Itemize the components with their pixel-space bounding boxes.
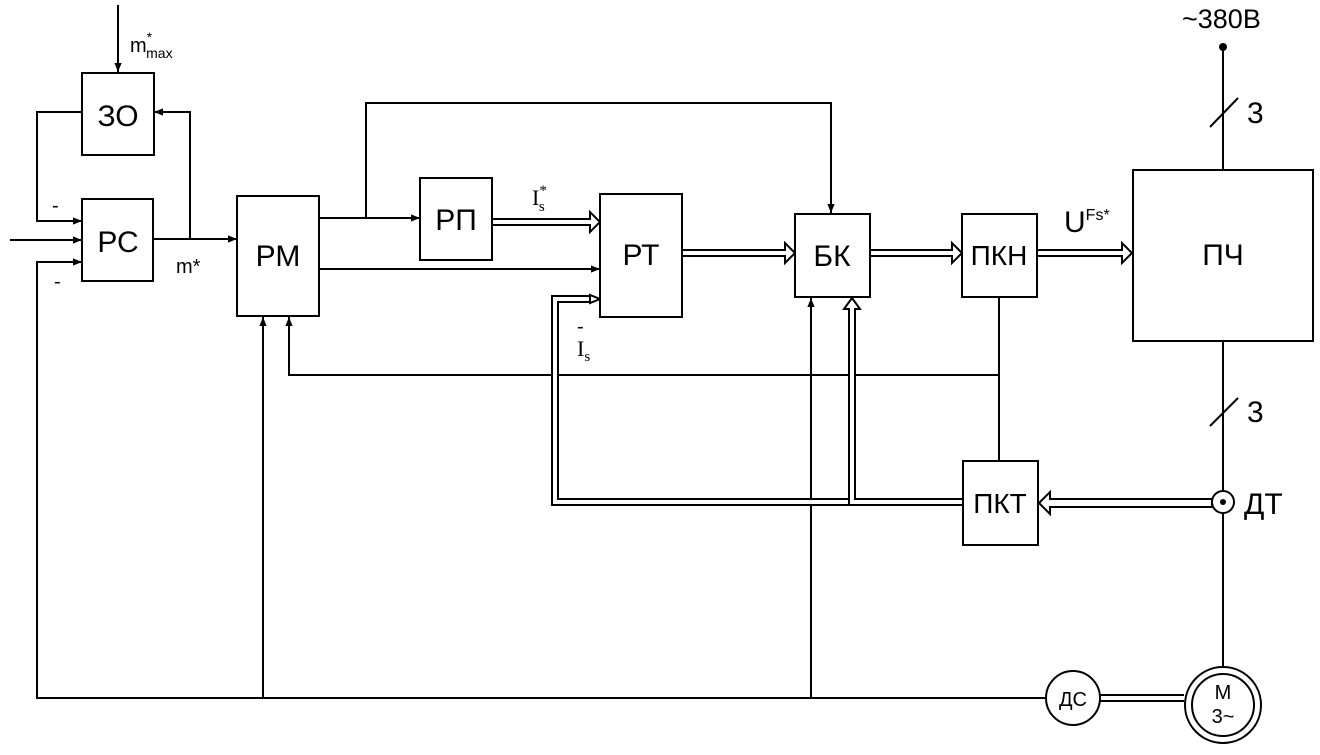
ufs-label: UFs* [1064,206,1110,239]
rt-label: РТ [623,239,660,272]
supply-label: ~380В [1182,4,1261,34]
rp-to-rt-arrow [491,209,602,235]
pch-label: ПЧ [1202,239,1244,272]
rs-label: РС [97,226,138,259]
dt-to-pkt-arrow [1037,489,1213,517]
phase-tick-bottom [1209,397,1239,427]
ds-sensor: ДС [1045,670,1101,726]
mmax-label: m*max [130,29,173,61]
is-label: Is [577,336,590,365]
pkt-to-bk-arrow [842,296,964,506]
dt-label: ДТ [1244,488,1283,521]
motor-label-top: М [1215,682,1232,704]
vector-signals [491,209,1213,517]
signal-lines [10,5,1239,702]
zo-to-rs-line [36,111,82,225]
rp-label: РП [435,204,477,237]
rm-label: РМ [256,240,301,273]
bk-to-pkn-arrow [869,240,964,266]
ds-label: ДС [1059,689,1087,711]
rt-block: РТ [599,193,683,318]
is-star-label: I*s [532,183,547,215]
minus-bottom-label: - [54,271,61,293]
rm-to-bk-line [365,102,835,218]
pkn-to-pch-arrow [1036,240,1134,266]
pkn-to-rm-line [285,297,1000,376]
motor-label-bottom: 3~ [1212,706,1235,728]
minus-top-label: - [52,195,59,217]
pkn-block: ПКН [961,213,1038,298]
pkt-to-rt-arrow [551,293,964,506]
rp-block: РП [419,177,493,261]
rs-block: РС [81,198,154,282]
phase-count-bottom: 3 [1247,396,1264,429]
bk-label: БК [813,240,851,273]
supply-terminal [1219,43,1227,51]
mstar-label: m* [176,256,201,278]
pkt-block: ПКТ [962,460,1039,546]
phase-count-top: 3 [1247,97,1264,130]
is-minus-label: - [577,316,584,338]
zo-label: ЗО [97,100,138,133]
motor: М 3~ [1184,666,1262,744]
zo-block: ЗО [81,72,155,156]
dt-sensor [1211,490,1235,514]
phase-tick-top [1209,97,1239,128]
annotations: m*max - - m* I*s - Is UFs* ~380В 3 3 ДТ [52,4,1283,521]
bk-block: БК [794,213,871,298]
speed-feedback-line [36,258,1046,699]
mstar-to-zo-line [154,108,191,239]
rt-to-bk-arrow [681,240,797,266]
pkt-label: ПКТ [973,488,1027,519]
pkn-label: ПКН [971,240,1028,271]
rm-block: РМ [236,195,320,317]
pch-block: ПЧ [1132,169,1314,342]
